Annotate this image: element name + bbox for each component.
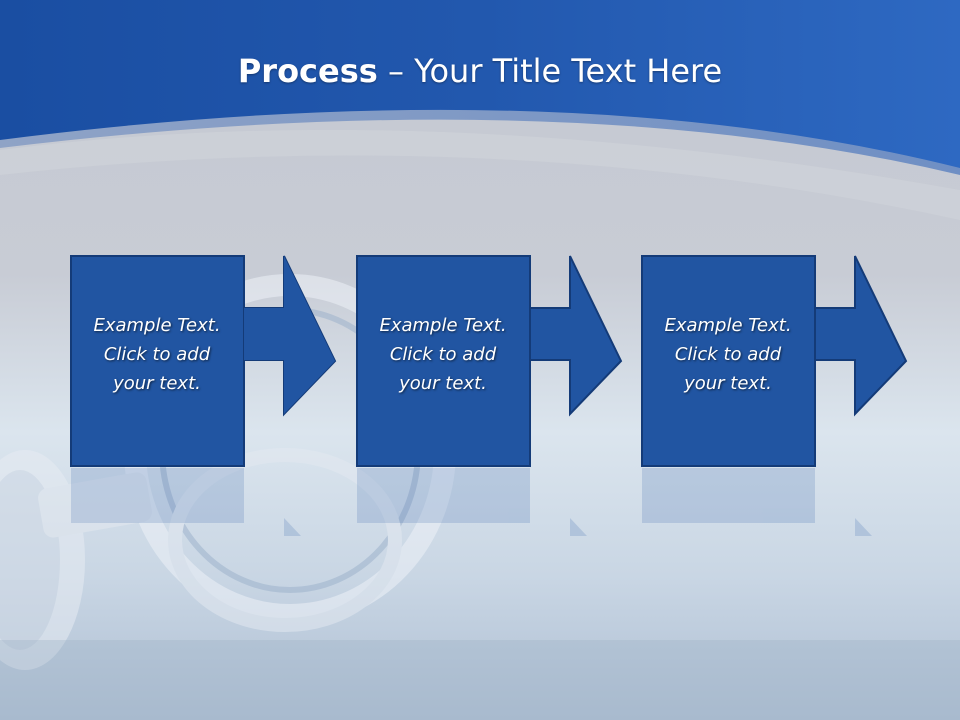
slide-title[interactable]: Process – Your Title Text Here <box>0 52 960 90</box>
title-bold: Process <box>237 52 378 90</box>
step-text-line: your text. <box>684 373 772 394</box>
step-text-line: Click to add <box>389 344 497 365</box>
step-reflection <box>357 468 587 536</box>
process-step-1[interactable]: Example Text. Click to add your text. <box>70 255 341 556</box>
step-reflection <box>642 468 872 536</box>
step-text-line: Example Text. <box>93 315 221 336</box>
arrow-right-icon <box>356 255 623 467</box>
step-text-line: Example Text. <box>664 315 792 336</box>
step-text-line: your text. <box>113 373 201 394</box>
process-step-3[interactable]: Example Text. Click to add your text. <box>641 255 912 556</box>
step-text[interactable]: Example Text. Click to add your text. <box>357 311 529 398</box>
arrow-right-icon <box>70 255 337 467</box>
step-text[interactable]: Example Text. Click to add your text. <box>71 311 243 398</box>
step-text-line: Click to add <box>103 344 211 365</box>
step-text-line: Click to add <box>674 344 782 365</box>
arrow-right-icon <box>641 255 908 467</box>
step-text-line: Example Text. <box>379 315 507 336</box>
title-rest: – Your Title Text Here <box>377 52 723 90</box>
step-text[interactable]: Example Text. Click to add your text. <box>642 311 814 398</box>
process-step-2[interactable]: Example Text. Click to add your text. <box>356 255 627 556</box>
step-text-line: your text. <box>399 373 487 394</box>
step-reflection <box>71 468 301 536</box>
